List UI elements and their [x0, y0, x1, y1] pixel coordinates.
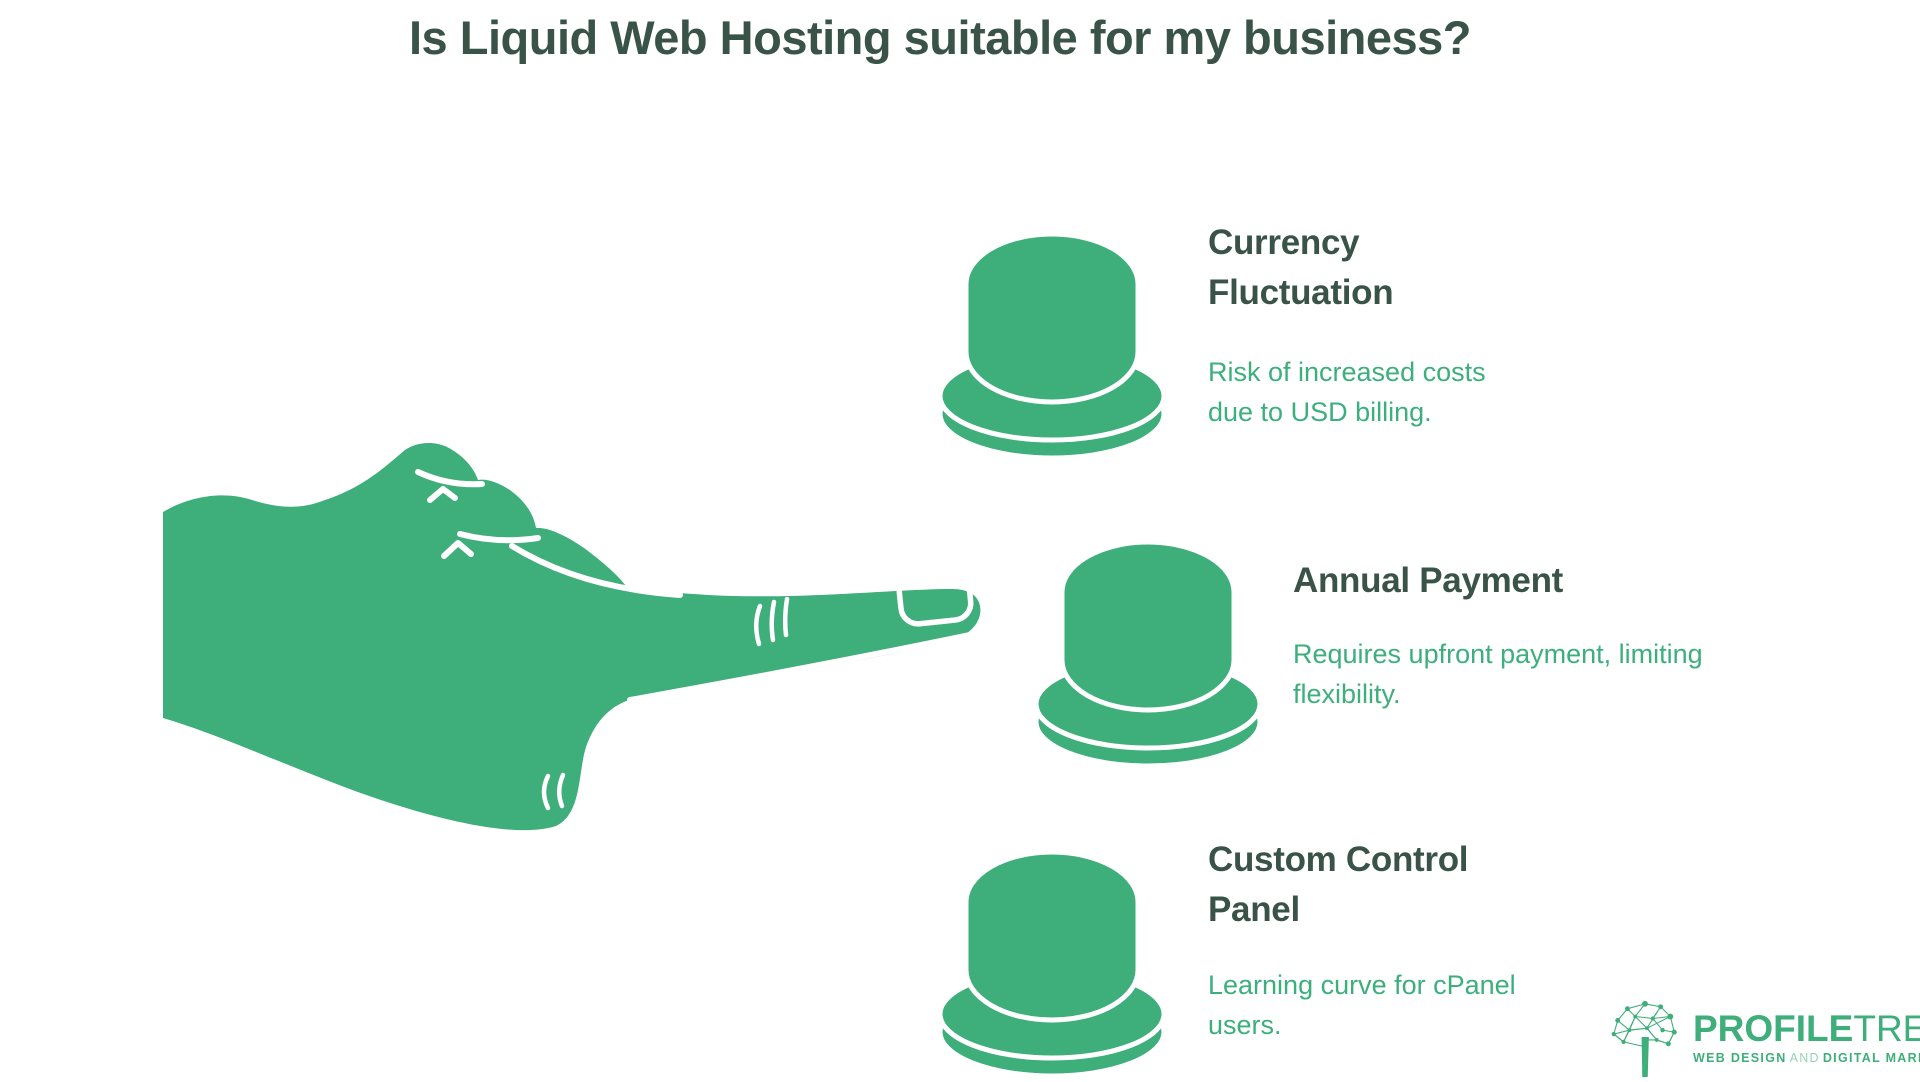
push-button-icon: [1032, 528, 1264, 772]
feature-heading: Custom Control Panel: [1208, 840, 1469, 929]
logo-tagline-part2: AND: [1789, 1050, 1820, 1065]
logo-tagline-part1: WEB DESIGN: [1693, 1050, 1787, 1065]
page-title: Is Liquid Web Hosting suitable for my bu…: [409, 11, 1471, 64]
profiletree-tree-icon: [1606, 996, 1684, 1078]
feature-text-block: Currency Fluctuation Risk of increased c…: [1208, 218, 1538, 432]
pointing-hand-illustration: [160, 442, 990, 842]
feature-heading: Currency Fluctuation: [1208, 223, 1394, 312]
feature-description: Requires upfront payment, limiting flexi…: [1293, 639, 1703, 709]
feature-text-block: Annual Payment Requires upfront payment,…: [1293, 556, 1703, 714]
feature-text-block: Custom Control Panel Learning curve for …: [1208, 835, 1568, 1045]
feature-description: Learning curve for cPanel users.: [1208, 970, 1516, 1040]
pointing-hand-icon: [163, 443, 981, 831]
feature-heading: Annual Payment: [1293, 561, 1564, 600]
push-button-icon: [936, 220, 1168, 464]
logo-brand-light: TREE: [1853, 1007, 1920, 1049]
push-button-icon: [936, 838, 1168, 1082]
logo-tagline-part3: DIGITAL MARKETING: [1822, 1050, 1920, 1065]
logo-brand-name: PROFILETREE: [1693, 1007, 1920, 1049]
logo-brand-bold: PROFILE: [1693, 1007, 1854, 1049]
feature-description: Risk of increased costs due to USD billi…: [1208, 357, 1486, 427]
